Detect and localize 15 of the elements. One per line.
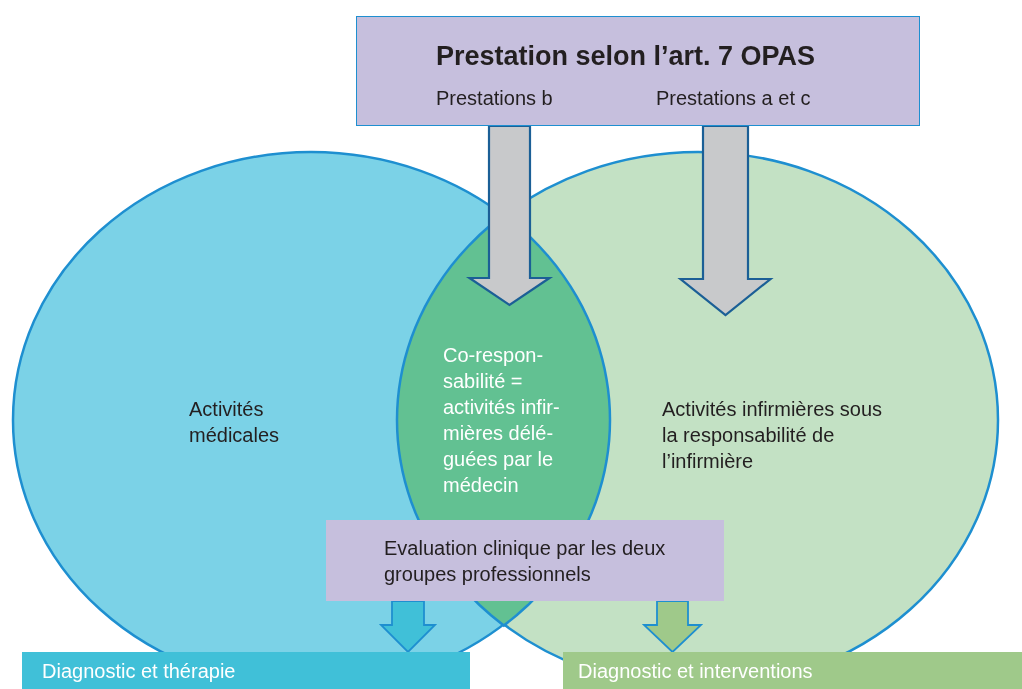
block-arrow: [378, 600, 438, 654]
box-subtitle: Prestations a et c: [656, 86, 812, 111]
block-arrow: [641, 600, 704, 654]
ellipse-label: Activités médicales: [189, 397, 281, 448]
box-heading: Prestation selon l’art. 7 OPAS: [436, 40, 817, 73]
band-label: Diagnostic et thérapie: [42, 659, 237, 684]
box-label: Evaluation clinique par les deux groupes professionnels: [384, 536, 667, 587]
box-subtitle: Prestations b: [436, 86, 554, 111]
lens-label: Co-respon- sabilité = activités infir- mières délé- guées par le médecin: [443, 343, 561, 498]
band-label: Diagnostic et interventions: [578, 659, 814, 684]
process-box: [326, 520, 724, 601]
block-arrow: [465, 124, 554, 307]
ellipse-label: Activités infirmières sous la responsabilité de l’infirmière: [662, 397, 884, 474]
block-arrow: [677, 124, 774, 317]
header-box: [356, 16, 920, 126]
